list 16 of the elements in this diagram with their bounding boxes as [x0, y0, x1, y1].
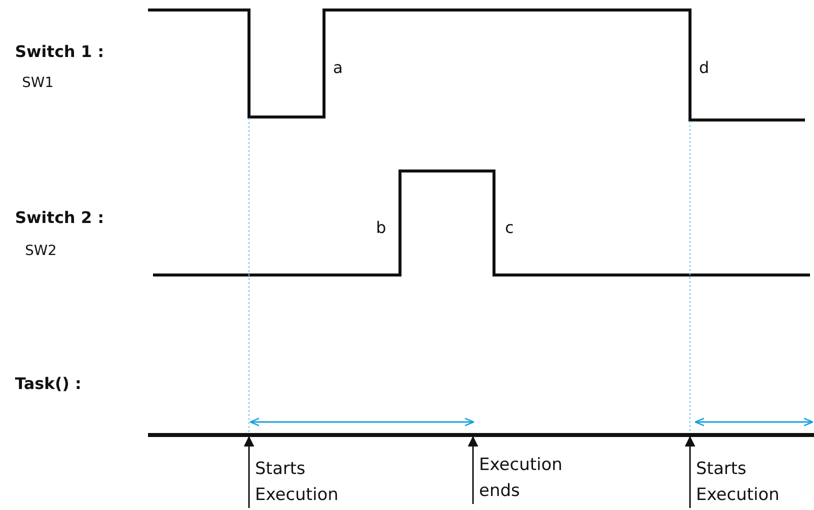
- signal-label: Switch 1 :: [15, 42, 104, 61]
- arrow: [468, 436, 478, 504]
- transition-letter: a: [333, 58, 343, 77]
- pin-name: SW2: [25, 243, 57, 259]
- arrow: [244, 436, 254, 508]
- signal-label: Switch 2 :: [15, 208, 104, 227]
- event-note: Execution ends: [469, 452, 581, 504]
- transition-letter: c: [505, 218, 514, 237]
- event-note: Starts Execution: [686, 456, 798, 508]
- task-timeline: [148, 433, 814, 437]
- event-note: Starts Execution: [245, 456, 357, 508]
- pin-name: SW1: [22, 75, 54, 91]
- transition-letter: d: [699, 58, 710, 77]
- arrow: [684, 436, 696, 508]
- transition-letter: b: [376, 218, 386, 237]
- signal-label: Task() :: [15, 374, 82, 393]
